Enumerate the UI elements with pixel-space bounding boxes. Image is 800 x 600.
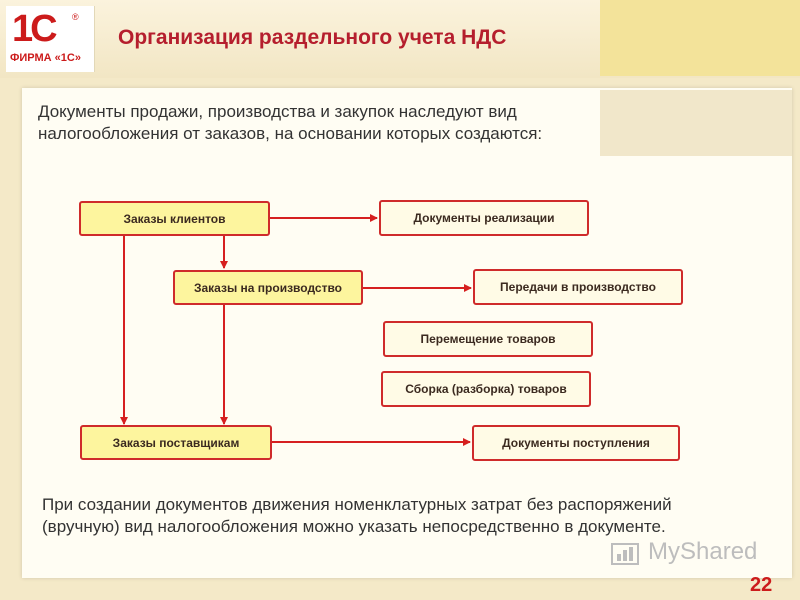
- node-goods-assembly: Сборка (разборка) товаров: [381, 371, 591, 407]
- node-receipt-documents: Документы поступления: [472, 425, 680, 461]
- footer-note: При создании документов движения номенкл…: [42, 495, 672, 536]
- chart-icon: [611, 543, 639, 565]
- node-production-orders: Заказы на производство: [173, 270, 363, 305]
- node-production-transfers: Передачи в производство: [473, 269, 683, 305]
- node-client-orders: Заказы клиентов: [79, 201, 270, 236]
- watermark-text: MyShared: [648, 538, 758, 565]
- watermark: MyShared: [608, 536, 768, 572]
- logo-mark: 1С: [12, 8, 58, 50]
- company-logo: 1С ® ФИРМА «1С»: [6, 6, 95, 72]
- header-accent-band: [600, 0, 800, 76]
- page-number: 22: [750, 574, 773, 596]
- intro-text: Документы продажи, производства и закупо…: [38, 102, 543, 143]
- slide-title: Организация раздельного учета НДС: [118, 26, 507, 49]
- logo-registered-sign: ®: [72, 12, 79, 22]
- logo-company-name: ФИРМА «1С»: [10, 52, 81, 64]
- node-supplier-orders: Заказы поставщикам: [80, 425, 272, 460]
- node-goods-movement: Перемещение товаров: [383, 321, 593, 357]
- intro-accent-band: [600, 90, 792, 156]
- node-sales-documents: Документы реализации: [379, 200, 589, 236]
